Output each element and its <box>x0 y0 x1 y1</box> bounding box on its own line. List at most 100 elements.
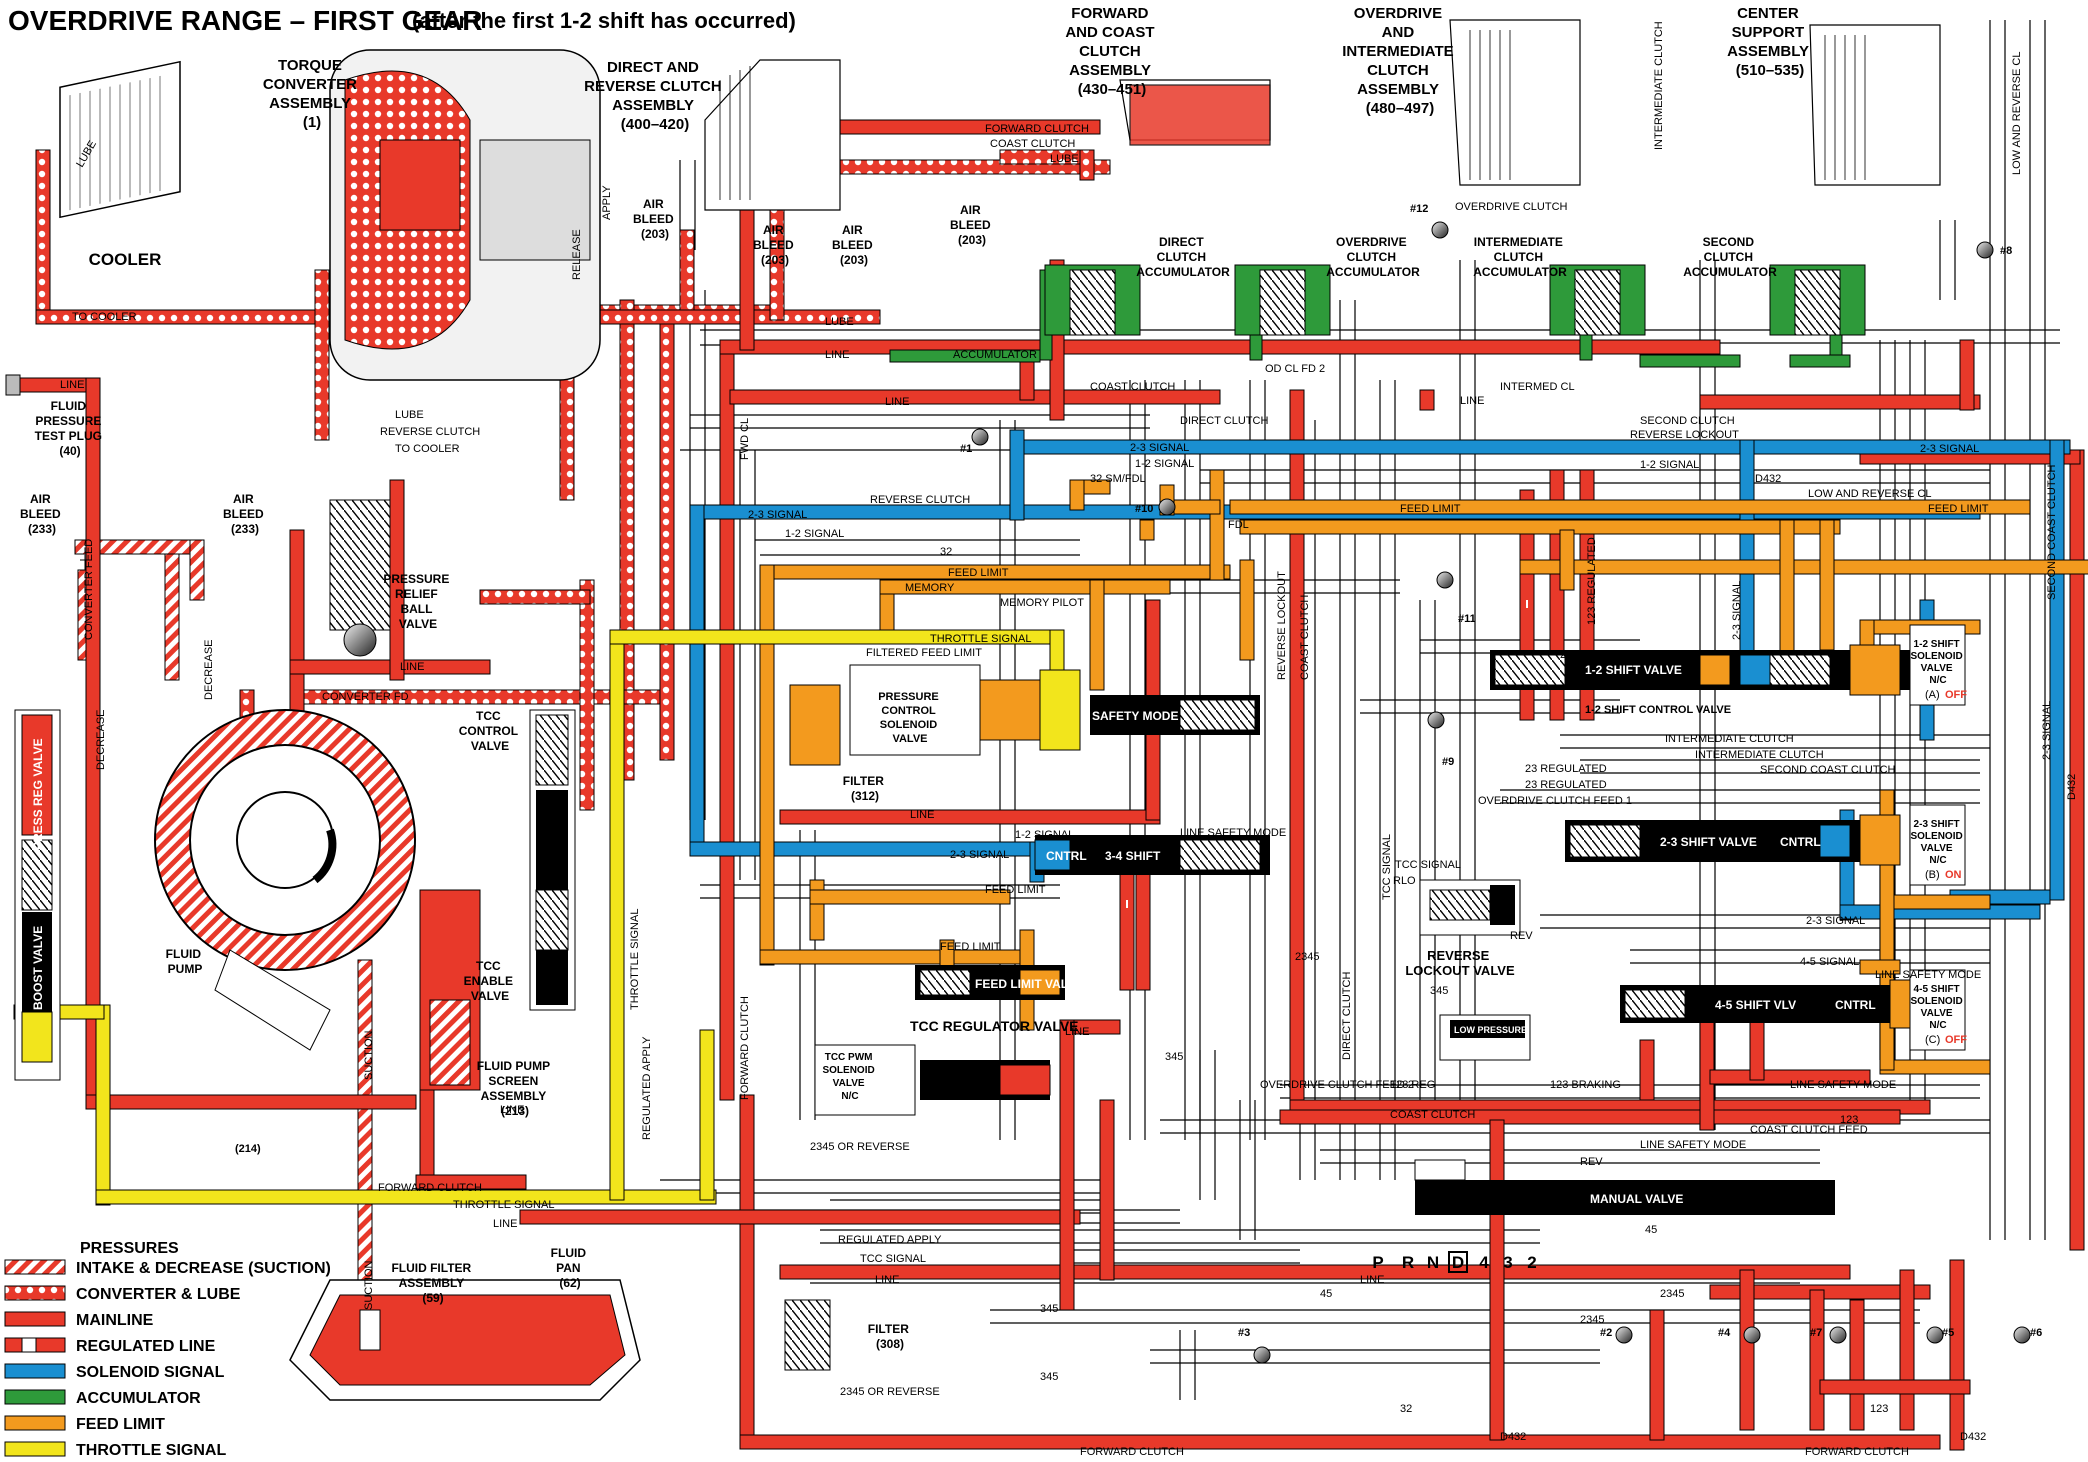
circuit-reverse-clutch-2: REVERSE CLUTCH <box>870 494 970 506</box>
circuit-32-bottom: 32 <box>1400 1403 1412 1415</box>
legend-item-accumulator: ACCUMULATOR <box>76 1390 201 1407</box>
circuit-reverse-lockout-v: REVERSE LOCKOUT <box>1276 571 1288 680</box>
legend-item-solenoid: SOLENOID SIGNAL <box>76 1364 225 1381</box>
circuit-45-signal: 4-5 SIGNAL <box>1800 956 1859 968</box>
shift-34-label: 3-4 SHIFT <box>1105 849 1161 863</box>
circuit-d432-v: D432 <box>2066 774 2078 800</box>
solenoid-12-letter: (A) <box>1925 689 1940 701</box>
circuit-line-4: LINE <box>1460 395 1484 407</box>
label-air-bleed-203-d: AIR BLEED (203) <box>950 203 994 247</box>
circuit-23-regulated-1: 23 REGULATED <box>1525 763 1607 775</box>
circuit-intermed-cl: INTERMED CL <box>1500 381 1575 393</box>
circuit-to-cooler-1: TO COOLER <box>72 311 137 323</box>
circuit-d432-bottom: D432 <box>1500 1431 1526 1443</box>
circuit-coast-clutch-top: COAST CLUTCH <box>990 138 1075 150</box>
circuit-coast-clutch-low: COAST CLUTCH <box>1390 1109 1475 1121</box>
label-pcs: PRESSURE CONTROL SOLENOID VALVE <box>878 691 942 745</box>
circuit-345-bottom-2: 345 <box>1040 1371 1058 1383</box>
label-tcc-regulator: TCC REGULATOR VALVE <box>910 1018 1079 1034</box>
circuit-decrease-1: DECREASE <box>95 709 107 770</box>
gear-4: 4 <box>1479 1253 1489 1272</box>
circuit-lube-3: LUBE <box>825 316 854 328</box>
label-solenoid-12: 1-2 SHIFT SOLENOID VALVE N/C <box>1910 639 1965 686</box>
ball-4: #4 <box>1718 1327 1731 1339</box>
circuit-2345-label-2: 2345 <box>1580 1314 1604 1326</box>
label-filter-assembly: FLUID FILTER ASSEMBLY (59) <box>391 1261 474 1305</box>
label-air-bleed-203-a: AIR BLEED (203) <box>633 197 677 241</box>
label-filter-308: FILTER (308) <box>868 1322 912 1351</box>
circuit-rev-2: REV <box>1510 930 1533 942</box>
circuit-2345-label: 2345 <box>1295 951 1319 963</box>
circuit-throttle-signal-2: THROTTLE SIGNAL <box>453 1199 554 1211</box>
gear-n: N <box>1427 1253 1439 1272</box>
circuit-feed-limit-4: FEED LIMIT <box>985 884 1046 896</box>
circuit-converter-fd: CONVERTER FD <box>322 691 409 703</box>
fluid-pan-graphic <box>289 1279 641 1401</box>
circuit-coast-clutch-feed: COAST CLUTCH FEED <box>1750 1124 1868 1136</box>
circuit-throttle-signal-v: THROTTLE SIGNAL <box>629 909 641 1010</box>
legend-item-feed-limit: FEED LIMIT <box>76 1416 165 1433</box>
circuit-forward-clutch-1: FORWARD CLUTCH <box>378 1182 482 1194</box>
circuit-intermediate-clutch-h: INTERMEDIATE CLUTCH <box>1665 733 1794 745</box>
ball-9: #9 <box>1442 756 1454 768</box>
gear-r: R <box>1402 1253 1414 1272</box>
manual-valve-label: MANUAL VALVE <box>1590 1192 1683 1206</box>
solenoid-12-state: OFF <box>1945 689 1967 701</box>
label-od-intermediate: OVERDRIVE AND INTERMEDIATE CLUTCH ASSEMB… <box>1342 5 1458 117</box>
accumulator-bodies <box>1044 264 1866 336</box>
circuit-12-signal-2: 1-2 SIGNAL <box>1640 459 1699 471</box>
label-air-bleed-30: AIR BLEED (233) <box>223 492 267 536</box>
circuit-coast-clutch-mid: COAST CLUTCH <box>1090 381 1175 393</box>
circuit-overdrive-clutch: OVERDRIVE CLUTCH <box>1455 201 1568 213</box>
circuit-decrease-2: DECREASE <box>203 639 215 700</box>
ball-6: #6 <box>2030 1327 2042 1339</box>
circuit-feed-limit-5: FEED LIMIT <box>940 941 1001 953</box>
circuit-23-signal-v: 2-3 SIGNAL <box>1731 581 1743 640</box>
circuit-tcc-signal-v: TCC SIGNAL <box>1381 834 1393 900</box>
circuit-direct-clutch-v: DIRECT CLUTCH <box>1341 972 1353 1060</box>
label-direct-accumulator: DIRECT CLUTCH ACCUMULATOR <box>1136 235 1230 279</box>
circuit-accumulator: ACCUMULATOR <box>953 349 1037 361</box>
torque-converter <box>329 49 601 381</box>
shift-12-control-label: 1-2 SHIFT CONTROL VALVE <box>1585 704 1731 716</box>
feed-limit-passages <box>759 469 2088 1075</box>
circuit-od-clutch-fd1: OVERDRIVE CLUTCH FEED 1 <box>1478 795 1632 807</box>
valve-bodies: PRESS REG VALVE BOOST VALVE SAFETY MODE … <box>14 499 1966 1371</box>
solenoid-45-state: OFF <box>1945 1034 1967 1046</box>
feed-limit-valve-label: FEED LIMIT VALVE <box>975 977 1083 991</box>
legend-item-mainline: MAINLINE <box>76 1312 154 1329</box>
circuit-line-7: LINE <box>493 1218 517 1230</box>
circuit-line-safety-mode-2: LINE SAFETY MODE <box>1640 1139 1746 1151</box>
circuit-converter-feed: CONVERTER FEED <box>83 539 95 640</box>
label-fluid-pump: FLUID PUMP <box>166 947 205 976</box>
circuit-od-clutch-fd2: OVERDRIVE CLUTCH FEED 2 <box>1260 1079 1414 1091</box>
circuit-low-reverse: LOW AND REVERSE CL <box>1808 488 1931 500</box>
circuit-apply: APPLY <box>601 185 613 220</box>
circuit-intermediate-clutch-h2: INTERMEDIATE CLUTCH <box>1695 749 1824 761</box>
solenoid-23-state: ON <box>1945 869 1962 881</box>
label-test-plug: FLUID PRESSURE TEST PLUG (40) <box>35 399 106 458</box>
circuit-123-label: 123 <box>1840 1114 1858 1126</box>
circuit-to-cooler-2: TO COOLER <box>395 443 460 455</box>
label-forward-coast: FORWARD AND COAST CLUTCH ASSEMBLY (430–4… <box>1065 5 1158 98</box>
label-air-bleed-203-b: AIR BLEED (203) <box>753 223 797 267</box>
circuit-feed-limit-2: FEED LIMIT <box>1400 503 1461 515</box>
circuit-regulated-apply-v: REGULATED APPLY <box>641 1036 653 1140</box>
circuit-2345-or-reverse-1: 2345 OR REVERSE <box>810 1141 910 1153</box>
ball-1: #1 <box>960 443 972 455</box>
legend-swatches <box>4 1259 66 1457</box>
label-air-bleed-31: AIR BLEED (233) <box>20 492 64 536</box>
circuit-2345-or-reverse-2: 2345 OR REVERSE <box>840 1386 940 1398</box>
circuit-line-safety-mode-4: LINE SAFETY MODE <box>1875 969 1981 981</box>
fluid-pump-graphic <box>154 709 416 1051</box>
gear-2: 2 <box>1527 1253 1536 1272</box>
circuit-123-regulated: 123 REGULATED <box>1586 537 1598 625</box>
gear-p: P <box>1372 1253 1383 1272</box>
circuit-sm-fdl: 32 SM/FDL <box>1090 473 1146 485</box>
circuit-line-test-plug: LINE <box>60 379 84 391</box>
circuit-lube-2: LUBE <box>395 409 424 421</box>
circuit-123-bottom: 123 <box>1870 1403 1888 1415</box>
circuit-filtered-feed-limit: FILTERED FEED LIMIT <box>866 647 982 659</box>
label-od-accumulator: OVERDRIVE CLUTCH ACCUMULATOR <box>1326 235 1420 279</box>
check-balls <box>971 221 2031 1364</box>
